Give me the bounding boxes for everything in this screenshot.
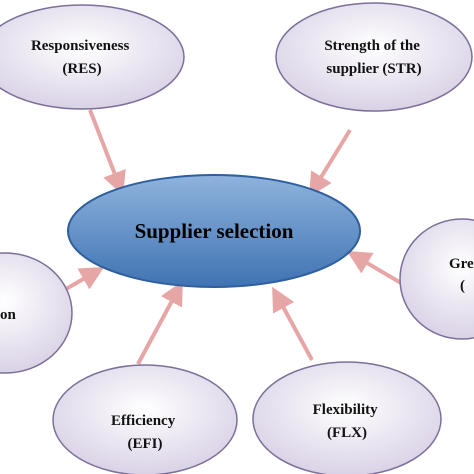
center-node-label: Supplier selection <box>135 219 294 243</box>
node-responsiveness: Responsiveness (RES) <box>0 4 185 110</box>
arrow-res-to-center <box>88 109 126 196</box>
svg-text:Strength of the supplier: Strength of the supplier (STR) <box>324 38 423 77</box>
node-strength-line2: supplier (STR) <box>326 61 421 77</box>
arrow-str-to-center <box>308 128 352 198</box>
node-efficiency-line1: Efficiency <box>111 413 176 429</box>
node-efficiency-line2: (EFI) <box>128 436 163 452</box>
svg-text:Responsiveness (RES): Responsiveness (RES) <box>31 38 133 77</box>
node-flexibility-line2: (FLX) <box>327 425 367 441</box>
arrow-flx-to-center <box>272 286 314 361</box>
arrow-gre-to-center <box>346 250 408 288</box>
node-strength-of-supplier: Strength of the supplier (STR) <box>275 2 473 112</box>
node-efficiency: Efficiency (EFI) <box>52 364 238 474</box>
svg-text:Gre (: Gre ( <box>449 256 474 294</box>
node-gre-partial: Gre ( <box>399 218 474 340</box>
node-flexibility-line1: Flexibility <box>313 402 378 418</box>
node-flexibility: Flexibility (FLX) <box>252 361 442 474</box>
node-gre-line2: ( <box>460 278 465 294</box>
node-left-partial: on <box>0 252 73 374</box>
node-left-line1: on <box>0 307 17 323</box>
svg-text:Flexibility (FLX): Flexibility (FLX) <box>313 402 382 441</box>
svg-text:Efficiency (EFI): Efficiency (EFI) <box>111 413 179 452</box>
node-gre-line1: Gre <box>449 256 474 272</box>
node-responsiveness-line2: (RES) <box>62 61 101 77</box>
arrow-efi-to-center <box>136 280 183 365</box>
svg-text:on: on <box>0 307 17 323</box>
center-node-supplier-selection: Supplier selection <box>67 174 361 288</box>
node-responsiveness-line1: Responsiveness <box>31 38 130 54</box>
node-strength-line1: Strength of the <box>324 38 420 54</box>
